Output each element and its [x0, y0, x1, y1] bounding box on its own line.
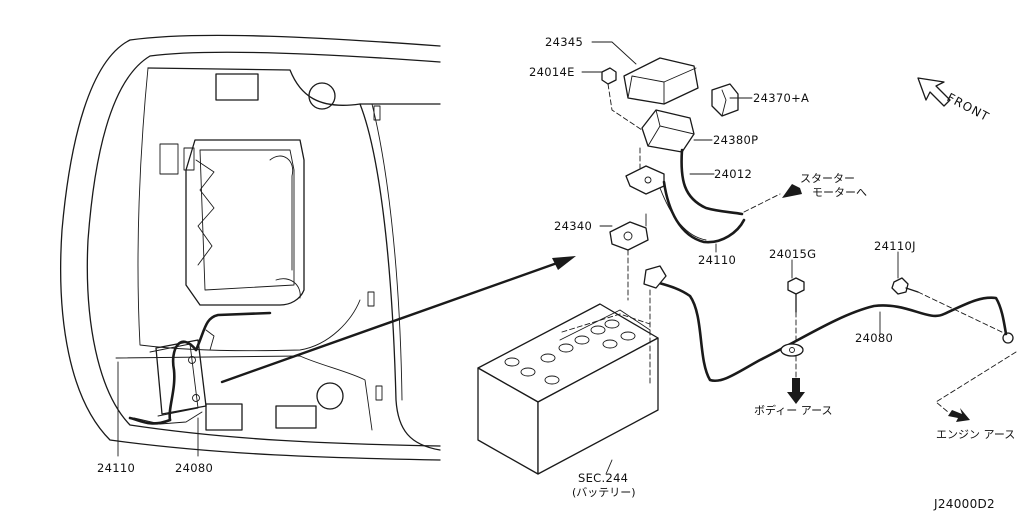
- note-starter-line2: モーターへ: [812, 186, 867, 199]
- note-sec-244: SEC.244: [578, 471, 628, 485]
- label-24110-left: 24110: [97, 461, 135, 475]
- note-battery: (バッテリー): [572, 486, 636, 499]
- cables: [643, 148, 1014, 383]
- zoom-arrow: [220, 256, 576, 384]
- label-24380P: 24380P: [713, 133, 758, 147]
- label-24110J: 24110J: [874, 239, 916, 253]
- engine-bay-view: [60, 34, 441, 461]
- assembly-guides: [561, 83, 1017, 413]
- leader-lines: [581, 41, 899, 475]
- direction-arrows: [782, 77, 970, 422]
- label-24080: 24080: [855, 331, 893, 345]
- front-label: FRONT: [945, 90, 992, 124]
- label-24080-left: 24080: [175, 461, 213, 475]
- label-24015G: 24015G: [769, 247, 816, 261]
- label-24345: 24345: [545, 35, 583, 49]
- note-starter-line1: スターター: [800, 172, 855, 185]
- label-24340: 24340: [554, 219, 592, 233]
- label-24110: 24110: [698, 253, 736, 267]
- note-engine-ground: エンジン アース: [936, 428, 1015, 441]
- note-body-ground: ボディー アース: [754, 403, 833, 417]
- label-24370A: 24370+A: [753, 91, 809, 105]
- figure-code: J24000D2: [933, 497, 995, 511]
- label-24012: 24012: [714, 167, 752, 181]
- battery: [477, 303, 659, 475]
- label-24014E: 24014E: [529, 65, 575, 79]
- bolts: [787, 277, 919, 313]
- part-labels: 24345 24014E 24370+A 24380P 24012 24340 …: [97, 35, 1015, 511]
- relay-fuse-assembly: [601, 57, 739, 251]
